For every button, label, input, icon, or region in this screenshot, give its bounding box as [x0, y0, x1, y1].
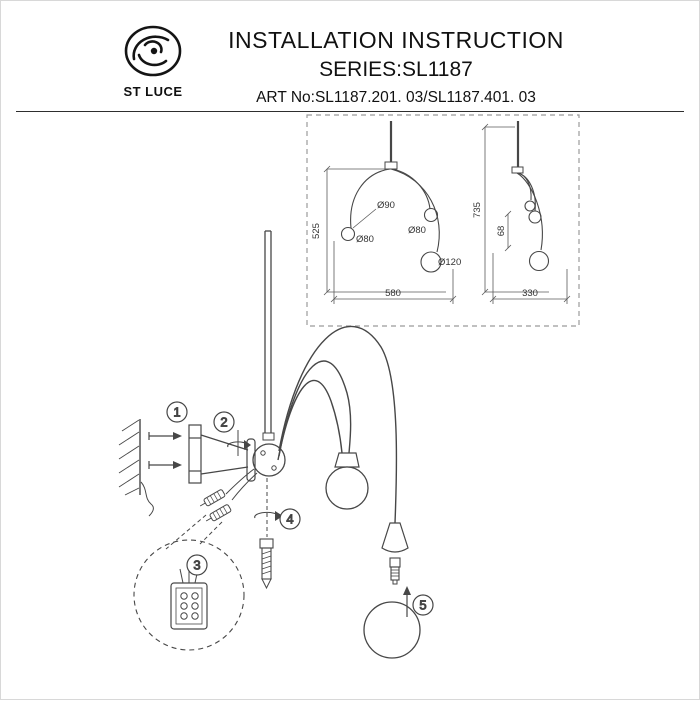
- header-divider: [16, 111, 684, 112]
- globe-lamp-left: [325, 452, 369, 510]
- dim-front-width: 580: [385, 288, 401, 299]
- dia-label-80-right: Ø80: [408, 225, 426, 236]
- dia-label-90: Ø90: [377, 200, 395, 211]
- detail-leader-lines: [165, 514, 223, 550]
- lamp-arms: [277, 325, 398, 524]
- dim-front-height: 525: [311, 223, 322, 239]
- mounting-bracket: [188, 424, 249, 484]
- spec-side-dimension-lines: [481, 123, 571, 304]
- spec-side-view-drawing: [511, 121, 550, 272]
- step-2-number: 2: [220, 415, 227, 430]
- header-titles: INSTALLATION INSTRUCTION SERIES:SL1187 A…: [171, 27, 621, 107]
- series-label: SERIES:SL1187: [319, 58, 473, 81]
- bulb-install: [363, 586, 421, 659]
- step-5-badge: [412, 594, 434, 616]
- dim-side-width: 330: [522, 288, 538, 299]
- screw-part: [254, 478, 283, 590]
- page-title: INSTALLATION INSTRUCTION: [228, 27, 564, 53]
- step-3-number: 3: [193, 558, 200, 573]
- main-diagram: 1 2 3 4 5: [118, 230, 434, 659]
- spec-front-view-drawing: [340, 121, 442, 273]
- wire-leads: [225, 468, 258, 501]
- canopy-assembly: [246, 230, 286, 482]
- wall-section: [118, 419, 154, 517]
- mount-arrow-bottom: [148, 461, 182, 469]
- step-3-badge: [186, 554, 208, 576]
- dia-label-80-left: Ø80: [356, 234, 374, 245]
- brand-logo: ST LUCE: [117, 23, 189, 99]
- mount-arrow-top: [148, 432, 182, 440]
- cone-lamp-right: [381, 522, 409, 585]
- brand-logo-spiral-icon: [124, 25, 182, 77]
- terminal-block-detail: [133, 539, 245, 651]
- step-4-number: 4: [286, 512, 293, 527]
- step-1-number: 1: [173, 405, 180, 420]
- step-1-badge: [166, 401, 188, 423]
- art-number: ART No:SL1187.201. 03/SL1187.401. 03: [256, 89, 536, 106]
- step-4-badge: [279, 508, 301, 530]
- spec-front-dimension-lines: [323, 165, 457, 304]
- dim-side-height: 735: [472, 202, 483, 218]
- step-5-number: 5: [419, 598, 426, 613]
- dia-label-120: Ø120: [438, 257, 461, 268]
- brand-name: ST LUCE: [123, 84, 183, 99]
- dim-side-depth: 68: [496, 226, 507, 237]
- spec-box: 525 580 Ø90 Ø80 Ø80 Ø120: [306, 114, 580, 327]
- step-badges: [166, 401, 434, 616]
- wire-connector-2: [205, 504, 232, 522]
- wire-connector-1: [199, 489, 226, 507]
- spec-box-border: [306, 114, 580, 327]
- step-2-badge: [213, 411, 235, 433]
